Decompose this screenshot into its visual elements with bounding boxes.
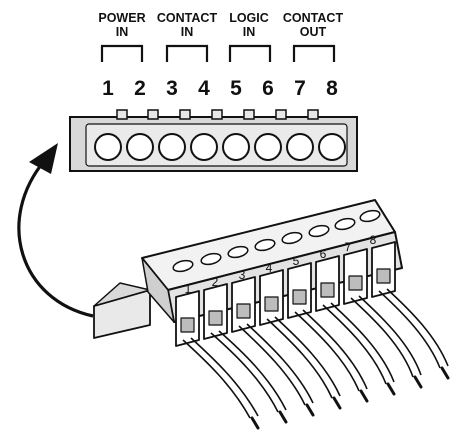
pin-number-4: 4	[198, 77, 210, 100]
plug-number-8: 8	[370, 233, 377, 247]
group-label-contact-out-line1: CONTACT	[283, 11, 344, 25]
wire-2	[210, 332, 279, 413]
pin-number-6: 6	[262, 77, 274, 100]
wire-4	[266, 318, 333, 399]
socket-hole-5	[222, 133, 250, 161]
bracket-logic-in	[228, 44, 272, 62]
bracket-power-in	[100, 44, 144, 62]
rotation-arrow	[17, 143, 94, 318]
plug-side	[141, 257, 175, 323]
plug-numbers: 1 2 3 4 5 6 7 8	[185, 233, 377, 296]
bracket-contact-out	[292, 44, 336, 62]
group-label-contact-in-line2: IN	[181, 25, 194, 39]
pin-numbers: 1 2 3 4 5 6 7 8	[102, 77, 338, 100]
group-label-power-in-line2: IN	[116, 25, 129, 39]
socket-hole-8	[318, 133, 346, 161]
wire-1	[182, 339, 251, 419]
pin-number-1: 1	[102, 77, 114, 100]
terminal-plug	[93, 199, 403, 347]
group-brackets	[100, 44, 336, 62]
wire-8	[378, 290, 441, 369]
plug-number-1: 1	[185, 282, 192, 296]
arrowhead	[29, 143, 58, 174]
socket-hole-4	[190, 133, 218, 161]
group-label-logic-in-line2: IN	[243, 25, 256, 39]
plug-number-4: 4	[266, 261, 273, 275]
group-labels: POWER IN CONTACT IN LOGIC IN CONTACT OUT	[98, 11, 343, 39]
pin-number-2: 2	[134, 77, 146, 100]
group-label-power-in-line1: POWER	[98, 11, 145, 25]
plug-number-3: 3	[239, 268, 246, 282]
plug-terminal-screws	[180, 268, 391, 333]
wire-7	[350, 297, 414, 378]
pin-number-7: 7	[294, 77, 306, 100]
wires	[182, 288, 449, 419]
wire-ends	[250, 366, 450, 430]
group-label-logic-in-line1: LOGIC	[229, 11, 269, 25]
group-label-contact-out-line2: OUT	[300, 25, 327, 39]
wire-6	[322, 304, 387, 385]
group-label-contact-in-line1: CONTACT	[157, 11, 218, 25]
plug-number-2: 2	[212, 275, 219, 289]
plug-number-6: 6	[320, 247, 327, 261]
socket-hole-7	[286, 133, 314, 161]
socket-hole-6	[254, 133, 282, 161]
wire-5	[294, 311, 360, 392]
pin-number-3: 3	[166, 77, 178, 100]
socket-hole-1	[94, 133, 122, 161]
plug-number-7: 7	[345, 240, 352, 254]
socket-front-view	[69, 109, 358, 172]
socket-tabs	[116, 109, 319, 120]
socket-holes	[94, 133, 346, 161]
socket-hole-3	[158, 133, 186, 161]
plug-top-holes	[172, 209, 381, 273]
plug-number-5: 5	[293, 254, 300, 268]
pin-number-8: 8	[326, 77, 338, 100]
pin-number-5: 5	[230, 77, 242, 100]
socket-hole-2	[126, 133, 154, 161]
wire-3	[238, 325, 306, 406]
bracket-contact-in	[165, 44, 209, 62]
